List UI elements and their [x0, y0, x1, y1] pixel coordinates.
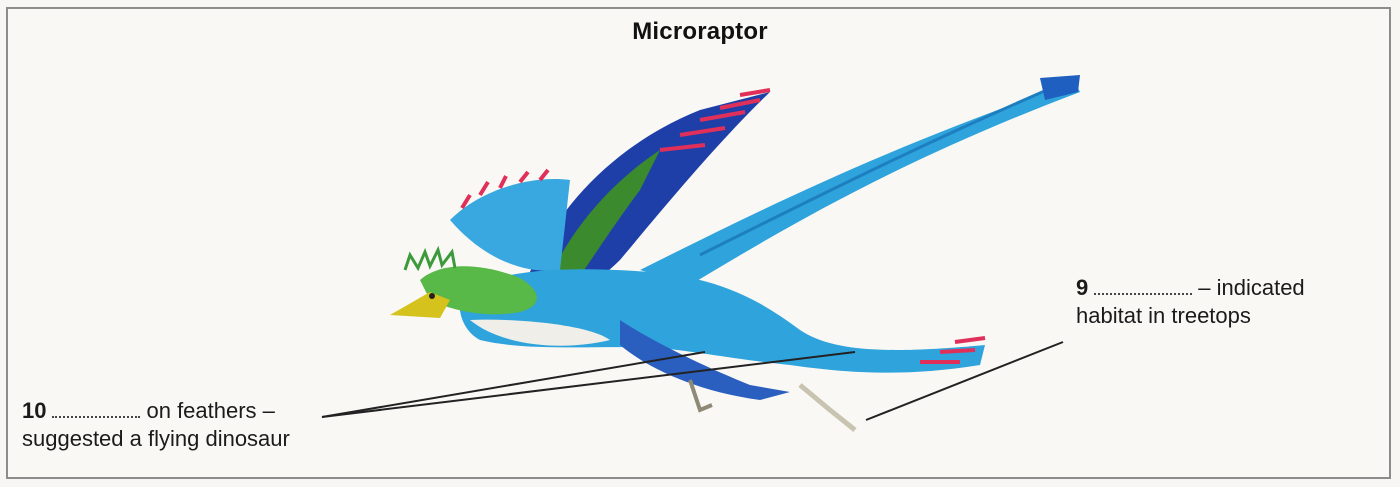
item-9-text-line1: – indicated [1198, 275, 1304, 300]
item-10-number: 10 [22, 398, 46, 423]
item-10-text-line2: suggested a flying dinosaur [22, 425, 290, 453]
near-wing [450, 170, 570, 271]
item-9-blank[interactable] [1094, 292, 1192, 295]
item-10-blank[interactable] [52, 415, 140, 418]
label-item-10: 10 on feathers – suggested a flying dinos… [22, 397, 290, 452]
tail [640, 75, 1080, 285]
item-10-text-line1: on feathers – [146, 398, 274, 423]
label-item-9: 9 – indicated habitat in treetops [1076, 274, 1305, 329]
item-9-number: 9 [1076, 275, 1088, 300]
item-9-text-line2: habitat in treetops [1076, 302, 1305, 330]
